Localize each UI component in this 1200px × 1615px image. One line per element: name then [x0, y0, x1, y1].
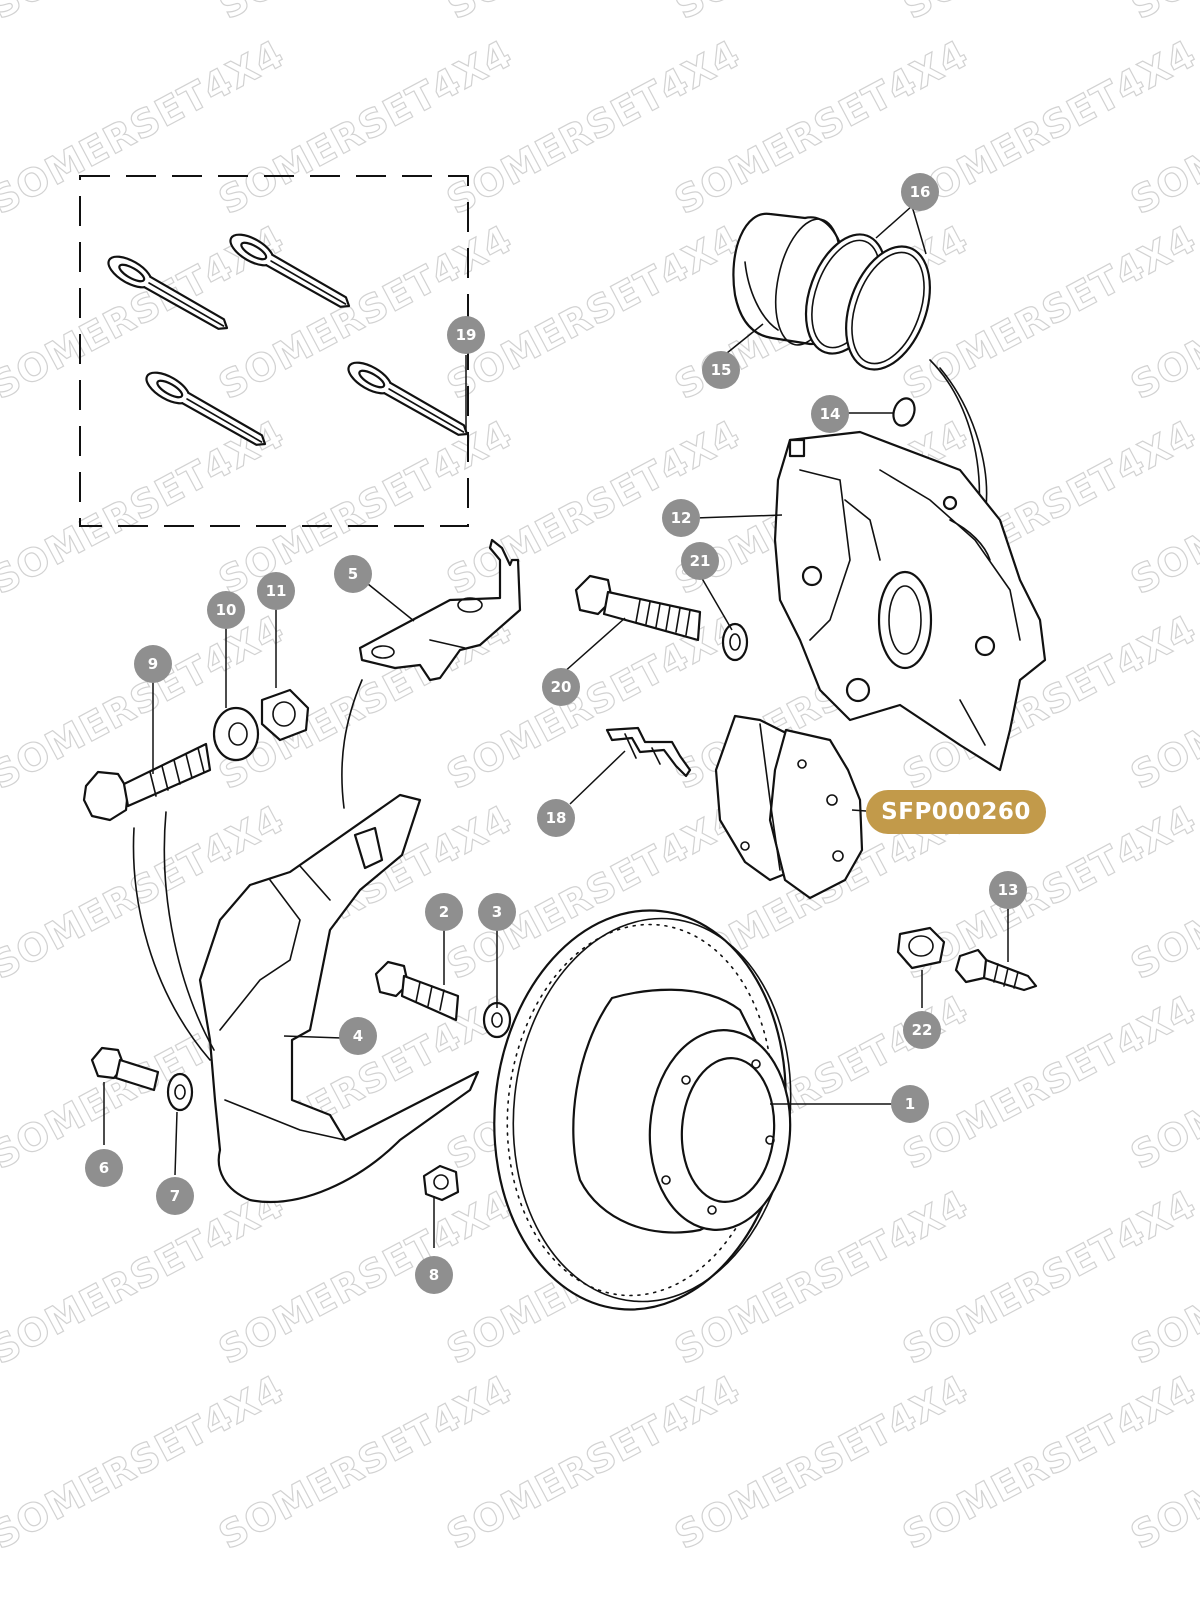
part-number-badge[interactable]: SFP000260 [866, 790, 1046, 834]
callout-circle [257, 572, 295, 610]
mudshield-washer [482, 1001, 512, 1039]
shield-bolt [90, 1046, 160, 1092]
caliper-mounting-bolt [82, 742, 212, 822]
callout-circle [989, 871, 1027, 909]
part-number-text: SFP000260 [881, 799, 1031, 825]
brake-disc [493, 909, 792, 1311]
mudshield-bolt [374, 960, 460, 1022]
callout-circle [811, 395, 849, 433]
brake-pad-set [714, 714, 864, 900]
callout-label: 18 [546, 809, 567, 827]
callout-circle [334, 555, 372, 593]
caliper-bolt [574, 574, 702, 642]
callout-14[interactable]: 14 [811, 395, 849, 433]
split-pin-4 [347, 361, 469, 436]
callout-label: 12 [671, 509, 692, 527]
callout-label: 13 [998, 881, 1019, 899]
hex-nut [260, 688, 310, 742]
callout-label: 7 [170, 1187, 180, 1205]
callout-circle [447, 316, 485, 354]
callout-label: 4 [353, 1027, 363, 1045]
callout-13[interactable]: 13 [989, 871, 1027, 909]
caliper-bolt-washer [721, 622, 749, 662]
callout-circle [207, 591, 245, 629]
guide-bush [896, 926, 946, 970]
callout-20[interactable]: 20 [542, 668, 580, 706]
pad-retaining-spring [605, 726, 692, 778]
callout-circle [425, 893, 463, 931]
callout-circle [415, 1256, 453, 1294]
callout-3[interactable]: 3 [478, 893, 516, 931]
callout-19[interactable]: 19 [447, 316, 485, 354]
callout-label: 21 [690, 552, 711, 570]
callout-label: 14 [820, 405, 841, 423]
callout-label: 20 [551, 678, 572, 696]
callout-8[interactable]: 8 [415, 1256, 453, 1294]
callout-label: 11 [266, 582, 287, 600]
split-pin-2 [229, 233, 351, 308]
callout-circle [681, 542, 719, 580]
split-pin-3 [145, 371, 267, 446]
brake-caliper [773, 430, 1047, 772]
callout-circle [662, 499, 700, 537]
callout-22[interactable]: 22 [903, 1011, 941, 1049]
guide-bolt [954, 948, 1038, 992]
callout-11[interactable]: 11 [257, 572, 295, 610]
callout-10[interactable]: 10 [207, 591, 245, 629]
shield-nut [422, 1164, 460, 1202]
callout-7[interactable]: 7 [156, 1177, 194, 1215]
callout-2[interactable]: 2 [425, 893, 463, 931]
callout-label: 16 [910, 183, 931, 201]
callout-label: 8 [429, 1266, 439, 1284]
callout-circle [85, 1149, 123, 1187]
callout-circle [542, 668, 580, 706]
piston-seals [804, 233, 931, 371]
watermark-text: SOMERSET4X4 [1124, 0, 1200, 28]
callout-circle [339, 1017, 377, 1055]
bleed-seal [892, 397, 916, 427]
callout-circle [901, 173, 939, 211]
callout-label: 22 [912, 1021, 933, 1039]
lock-washer [212, 706, 260, 762]
callout-18[interactable]: 18 [537, 799, 575, 837]
callout-label: 3 [492, 903, 502, 921]
callout-label: 10 [216, 601, 237, 619]
split-pin-kit-box [79, 175, 469, 527]
callout-16[interactable]: 16 [901, 173, 939, 211]
split-pin-1 [107, 255, 229, 330]
leader-lines [103, 205, 1009, 1248]
callout-circle [903, 1011, 941, 1049]
callout-12[interactable]: 12 [662, 499, 700, 537]
disc-mudshield [198, 793, 480, 1204]
callout-4[interactable]: 4 [339, 1017, 377, 1055]
callout-circle [156, 1177, 194, 1215]
callout-circle [537, 799, 575, 837]
callout-15[interactable]: 15 [702, 351, 740, 389]
callout-label: 9 [148, 655, 158, 673]
callout-label: 19 [456, 326, 477, 344]
callout-21[interactable]: 21 [681, 542, 719, 580]
callout-6[interactable]: 6 [85, 1149, 123, 1187]
shield-washer [166, 1072, 194, 1112]
callout-circle [891, 1085, 929, 1123]
callout-label: 6 [99, 1159, 109, 1177]
callout-label: 2 [439, 903, 449, 921]
pad-wear-bracket [358, 538, 522, 682]
callout-circle [478, 893, 516, 931]
callout-5[interactable]: 5 [334, 555, 372, 593]
callout-9[interactable]: 9 [134, 645, 172, 683]
callout-label: 1 [905, 1095, 915, 1113]
callout-label: 5 [348, 565, 358, 583]
callout-circle [134, 645, 172, 683]
callout-circle [702, 351, 740, 389]
callout-1[interactable]: 1 [891, 1085, 929, 1123]
callout-label: 15 [711, 361, 732, 379]
